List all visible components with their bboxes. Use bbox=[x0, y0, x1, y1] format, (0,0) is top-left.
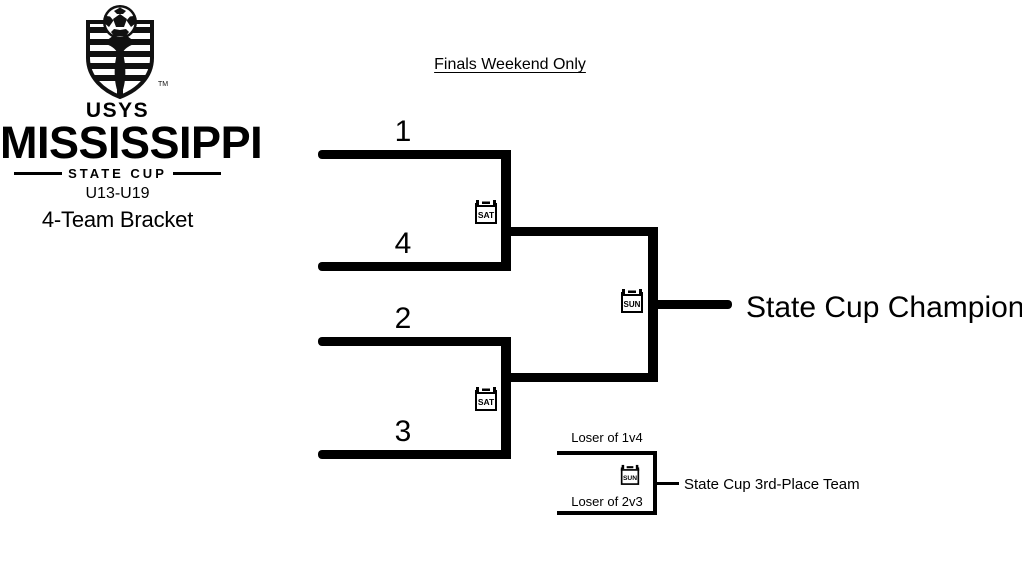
consolation-bottom-team-label: Loser of 2v3 bbox=[571, 494, 643, 509]
champion-line bbox=[648, 300, 732, 309]
logo-usys-text: USYS bbox=[85, 99, 150, 122]
logo-state-cup-row: STATE CUP bbox=[0, 167, 235, 180]
third-place-team-label: State Cup 3rd-Place Team bbox=[684, 476, 860, 493]
logo-wordmark: USYS MISSISSIPPI STATE CUP U13-U19 4-Tea… bbox=[0, 99, 263, 232]
usys-mississippi-shield-logo: TM bbox=[70, 2, 170, 100]
seed-3-label: 3 bbox=[394, 415, 412, 448]
svg-text:SAT: SAT bbox=[478, 397, 495, 407]
consolation-top-team-label: Loser of 1v4 bbox=[571, 430, 643, 445]
calendar-sat-icon-semifinal-top: SAT bbox=[474, 199, 498, 224]
seed-2-label: 2 bbox=[394, 302, 412, 335]
semifinal-top-connector bbox=[501, 150, 511, 271]
calendar-sun-icon-third-place: SUN bbox=[620, 464, 640, 485]
finals-weekend-note: Finals Weekend Only bbox=[434, 56, 586, 73]
semifinal-top-advance-line bbox=[501, 227, 658, 236]
seed-4-line bbox=[318, 262, 511, 271]
logo-state-cup-text: STATE CUP bbox=[68, 165, 167, 181]
consolation-bottom-line bbox=[557, 511, 657, 515]
seed-1-label: 1 bbox=[394, 115, 412, 148]
svg-text:SUN: SUN bbox=[623, 475, 637, 482]
seed-3-line bbox=[318, 450, 511, 459]
rule-right bbox=[172, 171, 221, 175]
calendar-sat-icon-semifinal-bottom: SAT bbox=[474, 386, 498, 411]
svg-text:SUN: SUN bbox=[624, 300, 641, 309]
bracket-type-label: 4-Team Bracket bbox=[41, 206, 194, 232]
logo-state-text: MISSISSIPPI bbox=[0, 117, 263, 168]
seed-1-line bbox=[318, 150, 511, 159]
semifinal-bottom-advance-line bbox=[501, 373, 658, 382]
consolation-top-line bbox=[557, 451, 657, 455]
third-place-stub-line bbox=[657, 482, 679, 485]
state-cup-champion-label: State Cup Champion bbox=[746, 291, 1022, 324]
semifinal-bottom-connector bbox=[501, 337, 511, 459]
consolation-connector bbox=[653, 451, 657, 515]
logo-block: TM USYS MISSISSIPPI STATE CUP U13-U19 4-… bbox=[0, 0, 263, 230]
svg-text:SAT: SAT bbox=[478, 210, 495, 220]
seed-2-line bbox=[318, 337, 511, 346]
seed-4-label: 4 bbox=[394, 227, 412, 260]
age-group-label: U13-U19 bbox=[85, 184, 150, 202]
trademark-symbol: TM bbox=[158, 81, 168, 88]
rule-left bbox=[14, 171, 63, 175]
calendar-sun-icon-final: SUN bbox=[620, 288, 644, 313]
